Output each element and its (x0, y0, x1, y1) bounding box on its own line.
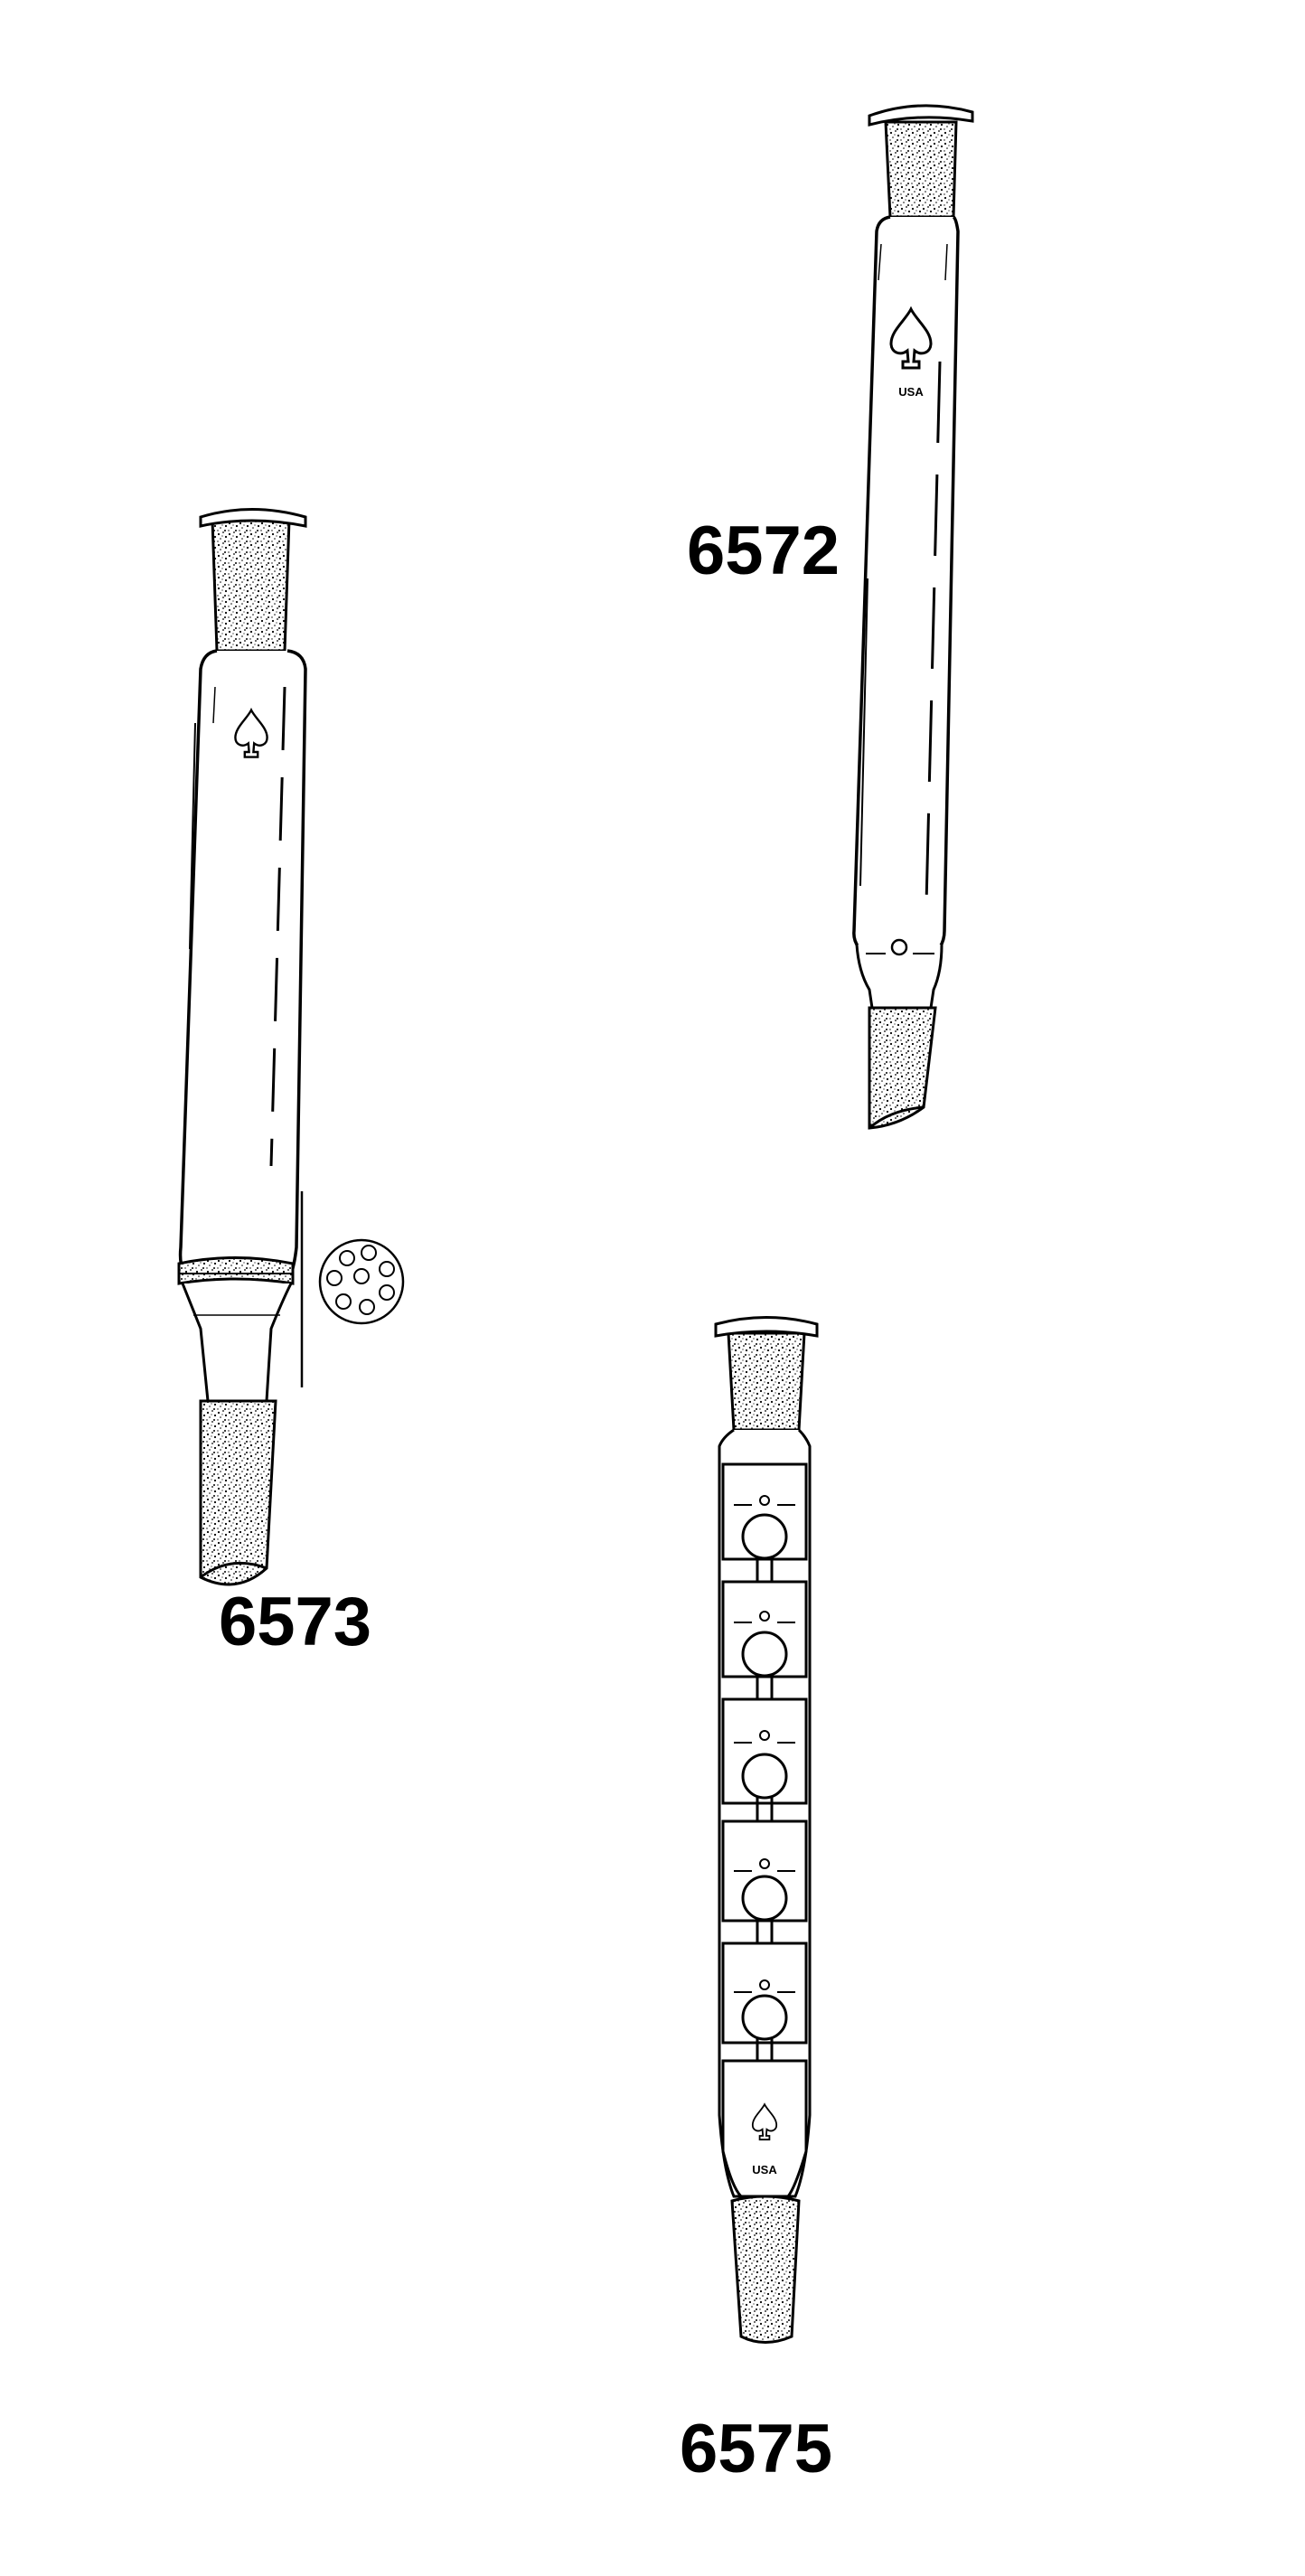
joint-bottom-6572 (868, 1006, 937, 1130)
lower-neck-6573 (181, 1283, 293, 1403)
glassware-6573: 6573 (177, 508, 405, 1660)
joint-top-6572 (868, 104, 974, 219)
fritted-disc-6573 (177, 1256, 295, 1285)
frit-detail-6573 (300, 1191, 405, 1387)
lower-neck-6572 (855, 938, 944, 1010)
label-6573: 6573 (219, 1584, 371, 1660)
glassware-6572: USA 6572 (687, 104, 974, 1130)
joint-bottom-6573 (199, 1399, 277, 1586)
label-6572: 6572 (687, 512, 840, 589)
condenser-body-6575 (718, 1428, 812, 2198)
usa-mark-6572: USA (898, 385, 924, 399)
bulb-1 (721, 1462, 808, 1582)
bulb-4 (721, 1819, 808, 1943)
bulb-2 (721, 1580, 808, 1699)
bulb-3 (721, 1697, 808, 1821)
bulb-5 (721, 1941, 808, 2061)
joint-top-6575 (714, 1316, 819, 1432)
joint-top-6573 (199, 508, 307, 653)
usa-mark-6575: USA (752, 2163, 777, 2176)
label-6575: 6575 (680, 2411, 832, 2487)
joint-bottom-6575 (730, 2195, 801, 2344)
glassware-6575: USA 6575 (680, 1316, 832, 2487)
